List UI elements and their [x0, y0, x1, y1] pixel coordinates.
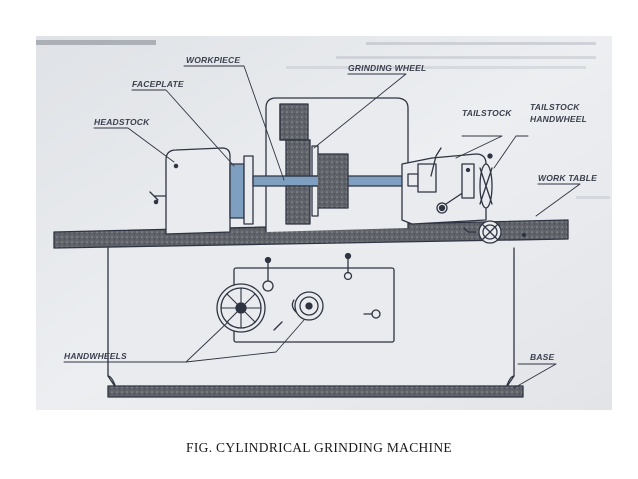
base-plate: [107, 385, 524, 398]
grinding-wheel: [279, 103, 349, 225]
handwheel-small-icon: [291, 291, 324, 321]
label-tailstock: TAILSTOCK: [462, 108, 512, 118]
figure-caption: FIG. CYLINDRICAL GRINDING MACHINE: [186, 440, 452, 455]
headstock: [149, 147, 231, 235]
label-workpiece: WORKPIECE: [186, 55, 240, 65]
handwheel-large-icon: [216, 283, 266, 333]
label-handwheels: HANDWHEELS: [64, 351, 127, 361]
table-handwheel-icon: [463, 220, 502, 244]
label-headstock: HEADSTOCK: [94, 117, 150, 127]
label-faceplate: FACEPLATE: [132, 79, 184, 89]
diagram-svg: WORKPIECE GRINDING WHEEL FACEPLATE HEADS…: [36, 36, 612, 410]
tailstock: [401, 147, 487, 225]
label-tailstock-handwheel-line2: HANDWHEEL: [530, 114, 587, 124]
tailstock-handwheel-icon: [479, 153, 493, 209]
label-grinding-wheel: GRINDING WHEEL: [348, 63, 426, 73]
label-base: BASE: [530, 352, 555, 362]
faceplate: [229, 155, 254, 225]
faint-text-strip: [36, 40, 610, 199]
labels: WORKPIECE GRINDING WHEEL FACEPLATE HEADS…: [64, 55, 597, 362]
label-tailstock-handwheel-line1: TAILSTOCK: [530, 102, 580, 112]
machine-diagram: WORKPIECE GRINDING WHEEL FACEPLATE HEADS…: [36, 36, 612, 410]
leader-lines: [63, 65, 581, 389]
label-work-table: WORK TABLE: [538, 173, 597, 183]
